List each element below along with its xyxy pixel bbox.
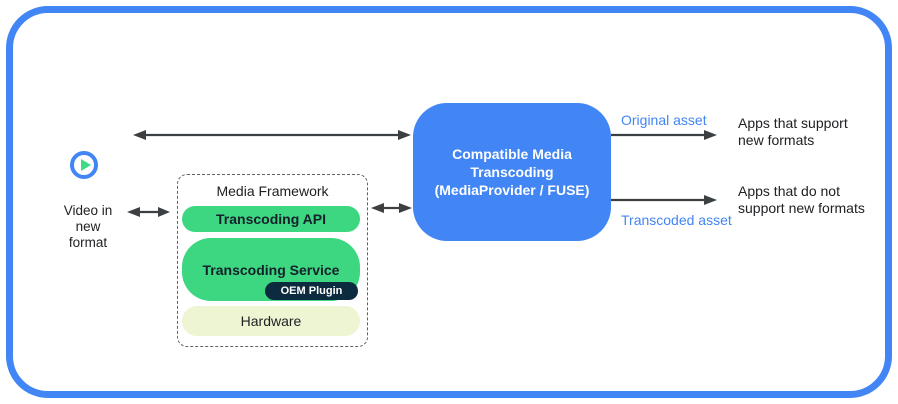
video-play-icon — [70, 151, 98, 179]
media-framework-title: Media Framework — [216, 183, 329, 199]
original-asset-label: Original asset — [621, 112, 707, 128]
apps-no-support-label: Apps that do not support new formats — [738, 183, 865, 217]
compatible-media-transcoding-box: Compatible Media Transcoding (MediaProvi… — [413, 103, 611, 241]
video-source-label: Video in new format — [43, 203, 133, 251]
outer-border — [6, 6, 892, 398]
transcoded-asset-label: Transcoded asset — [621, 212, 732, 228]
hardware-pill: Hardware — [182, 306, 360, 336]
apps-support-line: Apps that support — [738, 115, 848, 131]
transcoding-api-pill: Transcoding API — [182, 206, 360, 232]
transcoding-service-box: Transcoding Service OEM Plugin — [182, 238, 360, 301]
transcoder-title-line: Transcoding — [470, 164, 554, 180]
apps-support-line: new formats — [738, 132, 815, 148]
apps-no-support-line: Apps that do not — [738, 183, 840, 199]
play-triangle-icon — [81, 159, 91, 171]
media-framework-box: Media Framework Transcoding API Transcod… — [177, 174, 368, 347]
transcoder-title-line: (MediaProvider / FUSE) — [434, 182, 590, 198]
video-label-line: format — [68, 235, 108, 250]
apps-no-support-line: support new formats — [738, 200, 865, 216]
video-label-line: Video in — [63, 203, 113, 218]
oem-plugin-pill: OEM Plugin — [265, 282, 358, 300]
video-label-line: new — [75, 219, 101, 234]
apps-support-label: Apps that support new formats — [738, 115, 848, 149]
transcoding-service-label: Transcoding Service — [202, 261, 340, 278]
transcoder-title-line: Compatible Media — [452, 146, 572, 162]
